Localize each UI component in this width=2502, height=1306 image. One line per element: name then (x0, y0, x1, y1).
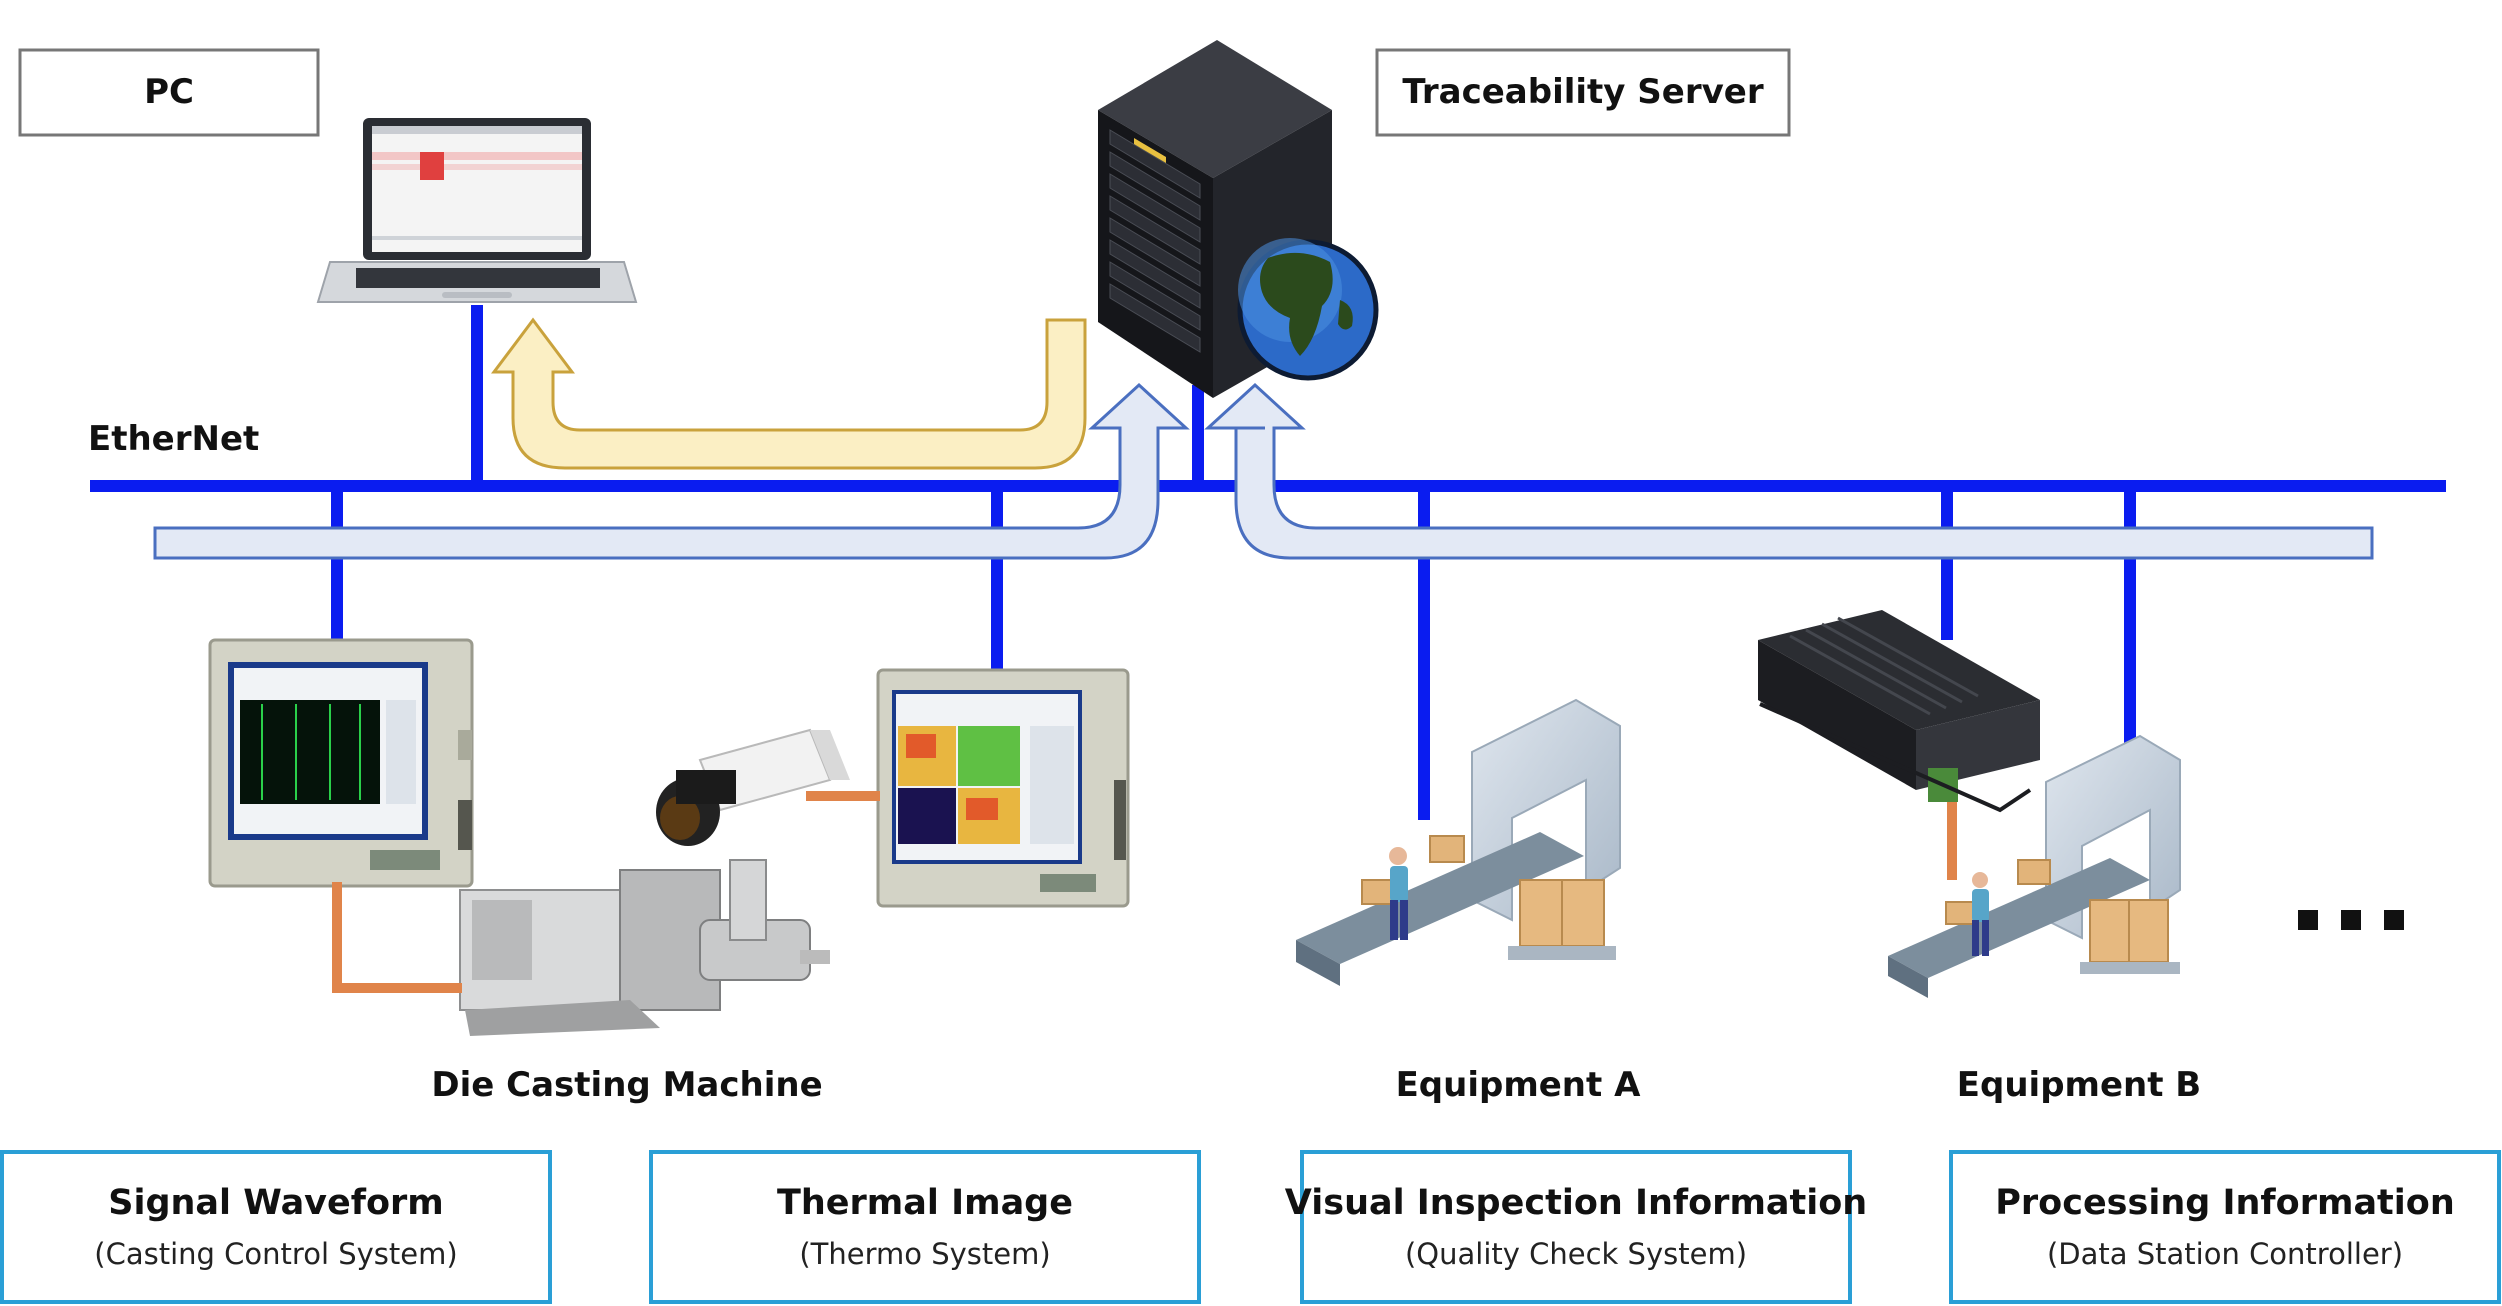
local-links (332, 791, 1957, 993)
laptop-icon (316, 118, 638, 303)
info-box-title: Processing Information (1995, 1183, 2455, 1223)
info-box-title: Thermal Image (777, 1183, 1073, 1223)
info-box-title: Signal Waveform (108, 1183, 444, 1223)
pallet-boxes (2080, 899, 2180, 974)
info-box-subtitle: (Quality Check System) (1405, 1237, 1747, 1271)
worker-figure (1972, 872, 1989, 956)
die-casting-label: Die Casting Machine (431, 1065, 822, 1105)
server-label-text: Traceability Server (1402, 72, 1763, 112)
globe-icon (1237, 238, 1379, 381)
download-data-arrow (491, 317, 1087, 470)
industrial-monitor-icon (208, 638, 474, 888)
pallet-boxes (1508, 879, 1616, 960)
info-box-title: Visual Inspection Information (1285, 1183, 1867, 1223)
industrial-monitor-icon (876, 668, 1130, 908)
pc-label-text: PC (144, 72, 194, 112)
info-box-subtitle: (Casting Control System) (94, 1237, 457, 1271)
thermal-camera-icon (656, 728, 850, 846)
equipment-a-label: Equipment A (1396, 1065, 1642, 1105)
info-box-subtitle: (Data Station Controller) (2047, 1237, 2403, 1271)
info-box-subtitle: (Thermo System) (799, 1237, 1050, 1271)
more-equipment-indicator (2298, 910, 2404, 930)
monitor1-machine-link (332, 882, 462, 993)
info-box-signal-waveform: Signal Waveform (Casting Control System) (0, 1150, 552, 1304)
info-box-thermal-image: Thermal Image (Thermo System) (649, 1150, 1201, 1304)
network-label: EtherNet (88, 419, 259, 459)
upload-data-arrow (153, 382, 2374, 560)
embedded-controller-icon (1758, 610, 2040, 813)
info-box-processing: Processing Information (Data Station Con… (1949, 1150, 2501, 1304)
pc-label: PC (18, 48, 320, 137)
server-label: Traceability Server (1375, 48, 1791, 137)
info-box-visual-inspection: Visual Inspection Information (Quality C… (1285, 1150, 1867, 1304)
die-casting-machine-icon (459, 859, 830, 1036)
worker-figure (1389, 847, 1408, 940)
conveyor-inspection-icon (1296, 698, 1621, 986)
equipment-b-label: Equipment B (1957, 1065, 2201, 1105)
conveyor-inspection-icon (1888, 734, 2181, 998)
